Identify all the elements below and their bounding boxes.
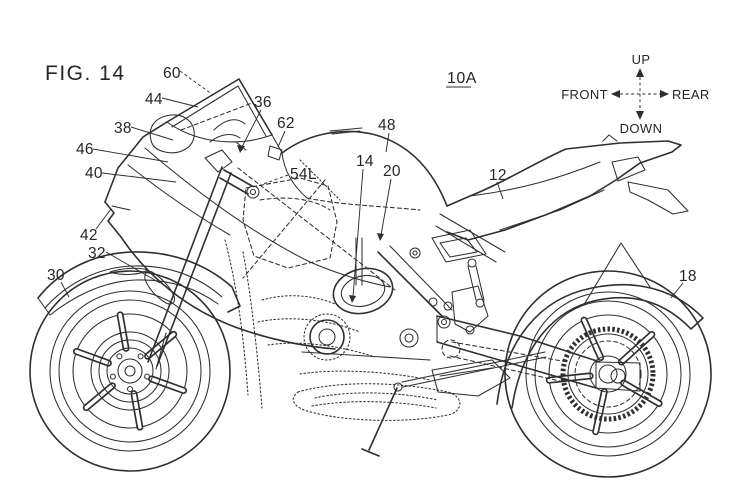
ref-40: 40 — [85, 165, 177, 183]
compass-up-label: UP — [632, 52, 651, 67]
bracket-62 — [267, 145, 283, 161]
drawing-reference-label: 10A — [447, 70, 477, 87]
cable — [209, 133, 241, 143]
engine — [257, 267, 431, 381]
ref-20: 20 — [377, 163, 401, 241]
drawing-reference: 10A — [446, 70, 477, 88]
rear-hugger-fender — [496, 242, 704, 409]
rear-rim-outer — [534, 300, 682, 448]
throttle-body-oval — [332, 267, 394, 315]
cable — [213, 119, 246, 131]
ref-60: 60 — [163, 65, 214, 96]
front-rim-inner — [72, 313, 188, 429]
front-rim-outer — [58, 299, 202, 443]
ref-label-48: 48 — [378, 117, 396, 134]
kickstand — [361, 382, 403, 457]
orientation-compass: UP DOWN FRONT REAR — [561, 52, 710, 136]
up-arrow-icon — [636, 68, 644, 77]
ref-48: 48 — [378, 117, 396, 153]
front-tire-outer — [29, 270, 231, 472]
rear-hub-inner — [598, 364, 618, 384]
rear-wheel — [504, 270, 712, 478]
front-axle — [124, 365, 136, 377]
ref-44: 44 — [145, 91, 199, 108]
ref-46: 46 — [76, 141, 169, 163]
ref-label-18: 18 — [679, 268, 697, 285]
top-clamp — [204, 149, 233, 173]
ref-36: 36 — [237, 94, 272, 153]
front-wheel — [29, 270, 231, 472]
clutch-cover — [399, 328, 419, 348]
ref-label-44: 44 — [145, 91, 163, 108]
front-fender — [37, 251, 241, 316]
reference-annotations: 60 44 38 46 40 42 32 30 — [47, 65, 697, 303]
ref-38: 38 — [114, 120, 174, 141]
ref-label-20: 20 — [383, 163, 401, 180]
bar-end-weight — [246, 185, 260, 199]
ref-30: 30 — [47, 267, 70, 298]
ref-12: 12 — [489, 167, 507, 200]
drive-chain — [441, 339, 569, 383]
front-fairing — [104, 121, 396, 409]
compass-rear-label: REAR — [672, 87, 710, 102]
front-disc-bolts — [109, 353, 151, 393]
front-arrow-icon — [611, 90, 620, 98]
ref-label-60: 60 — [163, 65, 181, 82]
front-brake-disc-inner — [98, 339, 162, 403]
upper-cowl-stay — [149, 114, 195, 154]
ref-label-38: 38 — [114, 120, 132, 137]
ref-14: 14 — [349, 153, 374, 303]
front-hub — [106, 347, 154, 395]
compass-down-label: DOWN — [620, 121, 663, 136]
rear-arrow-icon — [660, 90, 669, 98]
ref-54L: 54L — [257, 166, 317, 187]
front-tire-inner — [49, 290, 211, 452]
ref-18: 18 — [670, 268, 697, 299]
ref-label-36: 36 — [254, 94, 272, 111]
handlebar — [204, 119, 283, 199]
rear-sprocket-bolt-circle — [574, 340, 642, 408]
footpeg-bracket — [401, 285, 547, 388]
rear-sprocket-teeth — [560, 326, 656, 422]
ref-label-14: 14 — [356, 153, 374, 170]
ref-label-32: 32 — [88, 245, 106, 262]
rear-tire-inner — [525, 291, 691, 457]
ref-label-12: 12 — [489, 167, 507, 184]
ref-label-40: 40 — [85, 165, 103, 182]
ref-42: 42 — [80, 208, 112, 244]
down-arrow-icon — [636, 111, 644, 120]
hidden-airbox-outline — [242, 159, 341, 269]
front-brake-disc — [90, 331, 170, 411]
ref-62: 62 — [277, 115, 295, 148]
figure-title: FIG. 14 — [45, 62, 126, 85]
front-sprocket — [441, 339, 461, 359]
ref-label-54L: 54L — [290, 166, 317, 183]
ref-32: 32 — [88, 245, 161, 284]
rear-spokes — [545, 316, 663, 436]
muffler-link-pipe — [431, 359, 511, 397]
front-fork — [144, 166, 232, 370]
swingarm-pivot — [437, 315, 451, 329]
exhaust-hanger-bracket — [627, 181, 689, 215]
front-hub-inner — [117, 358, 143, 384]
windscreen — [166, 78, 283, 154]
motorcycle-drawing — [29, 78, 712, 478]
rear-tire-outer — [504, 270, 712, 478]
rear-hub — [589, 355, 627, 393]
fender-slot — [109, 267, 149, 275]
fuel-tank — [281, 127, 448, 211]
ref-label-62: 62 — [277, 115, 295, 132]
rear-sprocket — [567, 333, 649, 415]
tail-cowl — [446, 134, 689, 241]
ref-label-42: 42 — [80, 227, 98, 244]
ref-label-46: 46 — [76, 141, 94, 158]
ref-label-30: 30 — [47, 267, 65, 284]
subframe — [431, 213, 506, 308]
exhaust-system — [292, 359, 511, 421]
compass-front-label: FRONT — [561, 87, 608, 102]
